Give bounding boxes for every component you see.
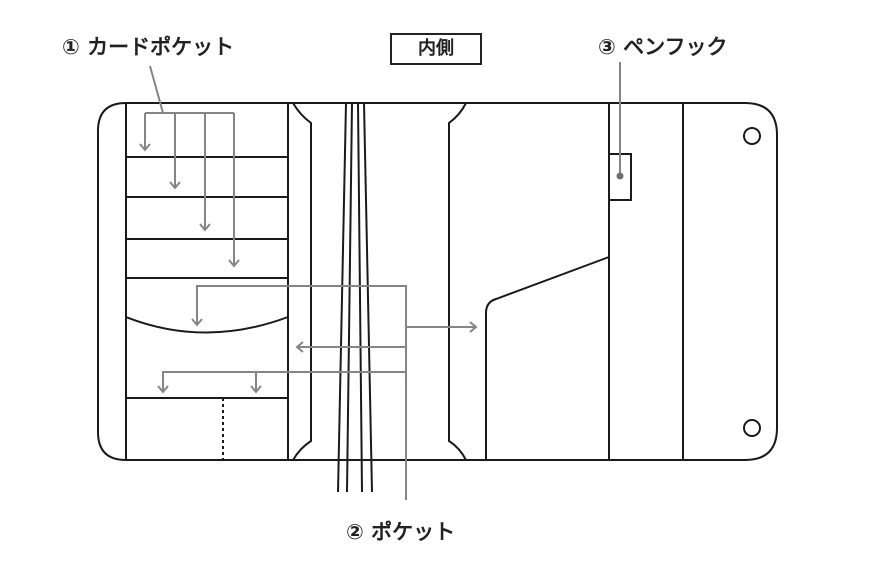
wallet-outline [97,102,778,461]
pocket-callout [157,285,478,500]
pen-hook-callout [616,62,624,180]
card-pocket-label: ① カードポケット [62,35,235,59]
pocket-label: ② ポケット [346,520,456,544]
title-box: 内側 [390,33,482,65]
card-slots [125,156,289,460]
bookmark-strings [337,102,373,493]
right-pocket [485,256,610,460]
pen-hook-label: ③ ペンフック [598,35,728,59]
snap-hole-bottom [743,419,761,437]
snap-hole-top [743,127,761,145]
card-pocket-callout [139,65,240,268]
